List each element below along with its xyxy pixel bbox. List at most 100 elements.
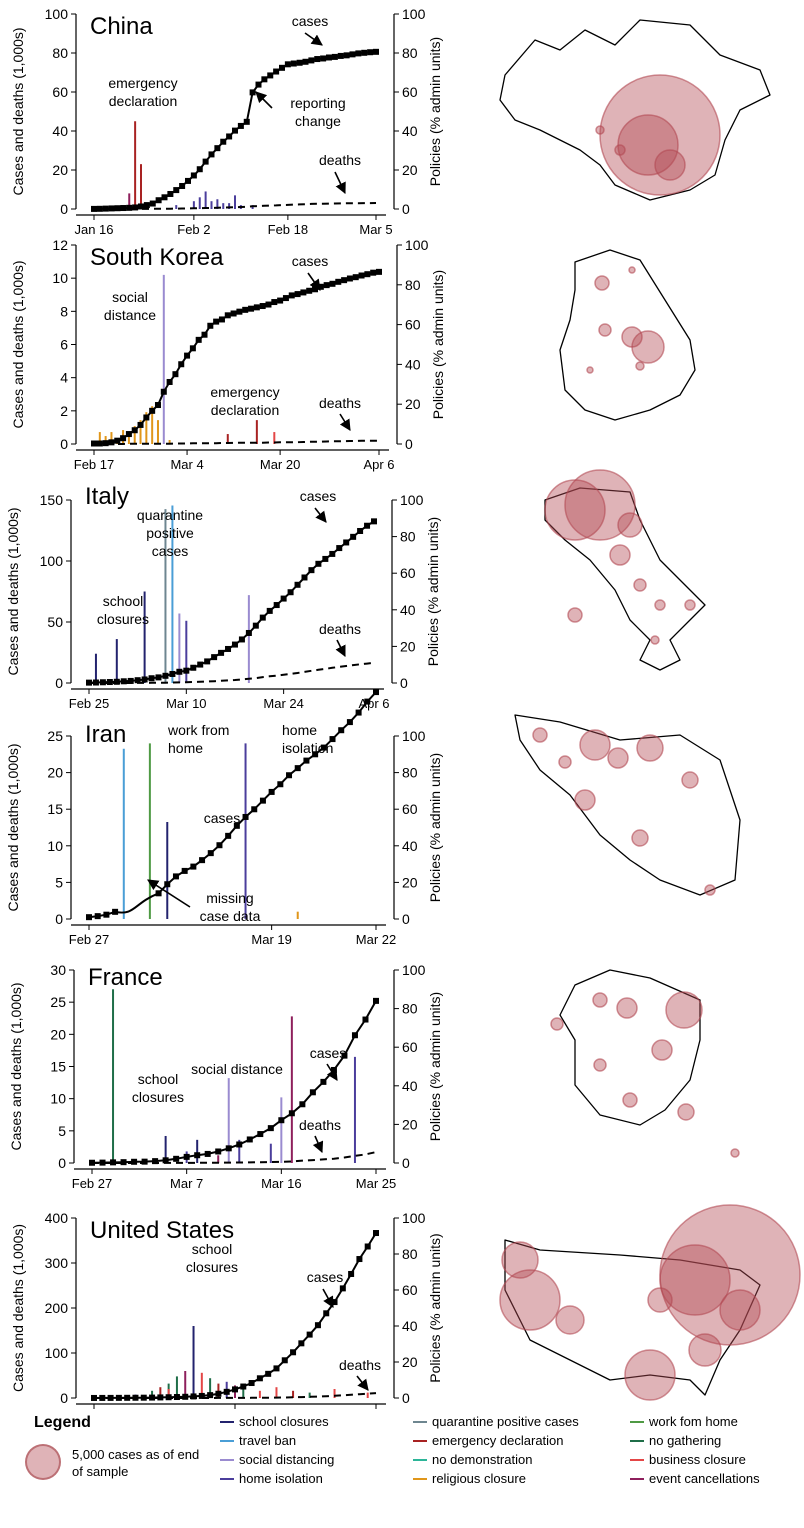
case-marker (149, 200, 156, 207)
case-marker (238, 636, 245, 643)
case-marker (256, 1375, 263, 1382)
y2-tick-label: 80 (400, 529, 416, 545)
case-bubble (617, 512, 643, 538)
case-marker (301, 574, 308, 581)
case-marker (248, 1380, 255, 1387)
annotation-text: social distance (191, 1061, 283, 1077)
annotation-arrow (312, 1135, 324, 1154)
case-marker (288, 1110, 295, 1117)
case-marker (131, 1158, 138, 1165)
case-marker (155, 674, 162, 681)
case-marker (220, 138, 227, 145)
case-bubble (609, 544, 631, 566)
case-marker (370, 269, 377, 276)
map-outline (559, 249, 696, 421)
y-tick-label: 0 (55, 911, 63, 927)
annotation-text: isolation (282, 740, 333, 756)
legend-item-school-closures: school closures (220, 1414, 329, 1429)
case-bubble (628, 266, 636, 274)
case-marker (320, 55, 327, 62)
y2-axis-label: Policies (% admin units) (427, 992, 443, 1141)
case-bubble (598, 323, 612, 337)
case-marker (207, 850, 214, 857)
case-marker (273, 1365, 280, 1372)
y-axis-label: Cases and deaths (1,000s) (5, 743, 21, 911)
case-bubble (586, 366, 594, 374)
legend-swatch (413, 1458, 427, 1461)
case-marker (99, 1159, 106, 1166)
annotation-text: home (168, 740, 203, 756)
case-marker (176, 668, 183, 675)
annotation-arrow (307, 272, 321, 291)
case-marker (350, 533, 357, 540)
case-marker (232, 127, 238, 134)
case-marker (290, 1349, 297, 1356)
case-marker (287, 589, 294, 596)
case-marker (114, 437, 121, 444)
case-marker (373, 689, 379, 696)
y2-tick-label: 20 (402, 1116, 418, 1132)
case-marker (341, 1052, 348, 1059)
case-marker (240, 1383, 247, 1390)
case-marker (230, 310, 237, 317)
x-tick-label: Feb 17 (74, 457, 114, 472)
case-marker (134, 677, 141, 684)
case-bubble (567, 607, 583, 623)
y-tick-label: 400 (45, 1210, 69, 1226)
case-marker (364, 1243, 371, 1250)
legend-item-religious-closure: religious closure (413, 1471, 526, 1486)
case-marker (294, 291, 301, 298)
case-marker (190, 664, 197, 671)
annotation-text: home (282, 722, 317, 738)
annotation-text: cases (204, 810, 241, 826)
case-marker (349, 51, 356, 58)
case-marker (288, 292, 295, 299)
case-marker (364, 522, 371, 529)
case-marker (94, 913, 101, 920)
y2-tick-label: 0 (402, 201, 410, 217)
case-marker (160, 388, 167, 395)
case-marker (172, 873, 179, 880)
annotation-text: closures (186, 1259, 238, 1275)
case-marker (326, 54, 332, 61)
y2-tick-label: 60 (402, 1039, 418, 1055)
y-tick-label: 50 (47, 614, 63, 630)
case-bubble (636, 734, 664, 762)
map-iran (514, 714, 741, 896)
legend-swatch (630, 1458, 644, 1461)
case-marker (246, 1136, 253, 1143)
y-tick-label: 20 (52, 162, 68, 178)
y2-tick-label: 100 (402, 962, 426, 978)
case-bubble (594, 275, 610, 291)
legend-item-emergency-declaration: emergency declaration (413, 1433, 564, 1448)
case-marker (202, 158, 209, 165)
case-marker (371, 518, 377, 525)
case-marker (199, 857, 206, 864)
annotation-text: quarantine (137, 507, 203, 523)
case-marker (190, 863, 197, 870)
case-marker (214, 145, 221, 152)
chart-title: United States (90, 1217, 234, 1244)
case-marker (181, 867, 188, 874)
y-tick-label: 10 (47, 838, 63, 854)
annotation-text: deaths (319, 395, 361, 411)
case-marker (232, 1386, 238, 1393)
legend-swatch (220, 1439, 234, 1442)
x-tick-label: Feb 2 (177, 222, 210, 237)
case-marker (127, 677, 134, 684)
y-tick-label: 10 (50, 1091, 66, 1107)
annotation-text: social (112, 289, 148, 305)
case-bubble (595, 125, 605, 135)
case-marker (106, 679, 113, 686)
case-marker (190, 172, 197, 179)
case-marker (259, 797, 266, 804)
case-marker (225, 832, 232, 839)
case-marker (367, 49, 374, 56)
case-marker (120, 678, 127, 685)
legend-item-no-gathering: no gathering (630, 1433, 721, 1448)
y-tick-label: 40 (52, 123, 68, 139)
annotation-text: deaths (339, 1357, 381, 1373)
case-bubble (654, 599, 666, 611)
case-marker (306, 1331, 313, 1338)
